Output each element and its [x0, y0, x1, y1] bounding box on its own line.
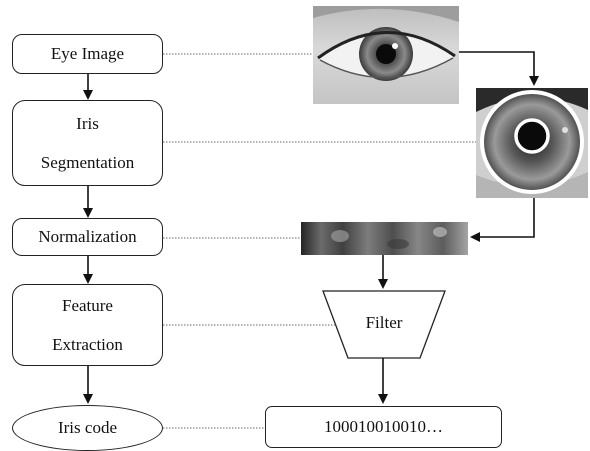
- iris-segmentation-box: Iris Segmentation: [12, 100, 163, 186]
- feature-extraction-text: Feature Extraction: [52, 295, 123, 355]
- arrow-eye-to-segmented: [459, 51, 539, 86]
- eye-image-label: Eye Image: [50, 44, 125, 64]
- iris-segmentation-text: Iris Segmentation: [41, 113, 134, 173]
- feature-extraction-box: Feature Extraction: [12, 284, 163, 366]
- iris-segmentation-label-line2: Segmentation: [40, 152, 135, 172]
- binary-code-value: 100010010010…: [324, 417, 443, 436]
- iris-segmentation-label-line1: Iris: [76, 114, 99, 134]
- iris-code-label: Iris code: [57, 418, 117, 437]
- eye-photo: [313, 6, 459, 104]
- normalization-label: Normalization: [38, 227, 137, 247]
- arrow-segmented-to-strip: [470, 198, 535, 242]
- normalization-box: Normalization: [12, 218, 163, 256]
- feature-extraction-label-line2: Extraction: [52, 334, 123, 354]
- filter-label: Filter: [365, 313, 403, 332]
- feature-extraction-label-line1: Feature: [62, 296, 113, 316]
- filter-shape: [322, 290, 446, 359]
- iris-code-ellipse: Iris code: [12, 405, 163, 451]
- binary-code-box: 100010010010…: [265, 406, 502, 448]
- eye-image-box: Eye Image: [12, 34, 163, 74]
- normalized-iris-strip: [301, 222, 468, 255]
- segmented-eye-photo: [476, 88, 588, 198]
